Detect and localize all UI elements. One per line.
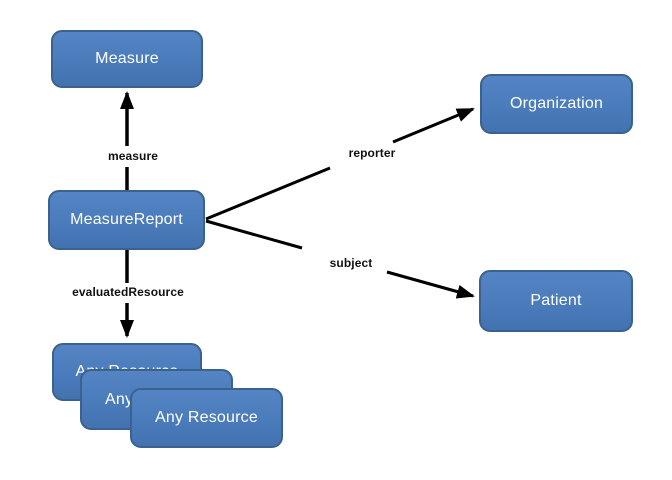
node-organization: Organization [480,74,633,134]
node-organization-label: Organization [509,95,604,112]
edge-reporter-line-end [392,107,475,144]
edge-label-reporter: reporter [345,145,399,161]
node-measure-label: Measure [95,50,159,67]
node-any-resource-front-label: Any Resource [155,409,258,426]
node-measure: Measure [51,30,203,88]
edge-label-evaluated-resource: evaluatedResource [69,284,187,300]
edge-label-subject: subject [326,255,376,271]
edge-label-measure: measure [104,148,162,164]
node-patient: Patient [479,270,633,332]
edge-subject-line-start [205,219,303,250]
node-measure-report: MeasureReport [48,190,205,250]
edge-subject-line-end [386,270,475,299]
node-patient-label: Patient [530,292,582,309]
node-any-resource-front: Any Resource [130,388,283,448]
edge-reporter-line-start [205,166,331,221]
node-measure-report-label: MeasureReport [70,211,183,228]
